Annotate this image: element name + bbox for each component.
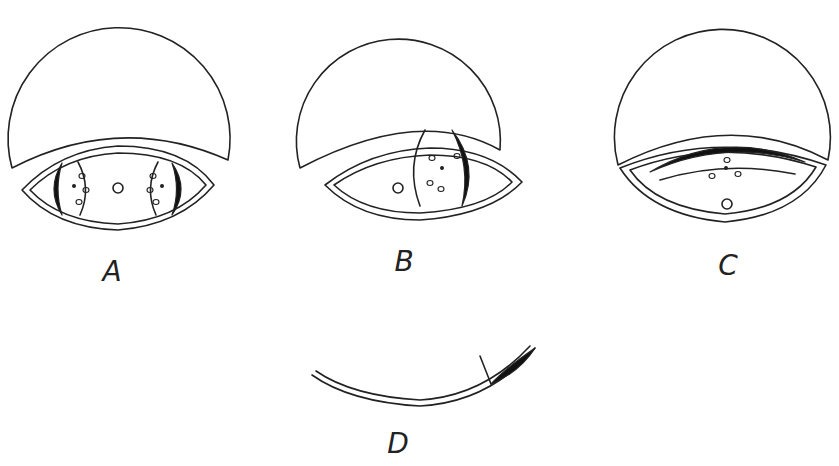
figure-letter: B: [394, 248, 413, 276]
figure-letter: C: [718, 252, 738, 280]
figure-letter: D: [387, 430, 409, 458]
figure-letter: A: [102, 258, 121, 286]
figure-a: [8, 28, 230, 230]
figure-b: [296, 39, 522, 220]
figure-d: [312, 346, 535, 406]
figure-c: [614, 29, 830, 222]
